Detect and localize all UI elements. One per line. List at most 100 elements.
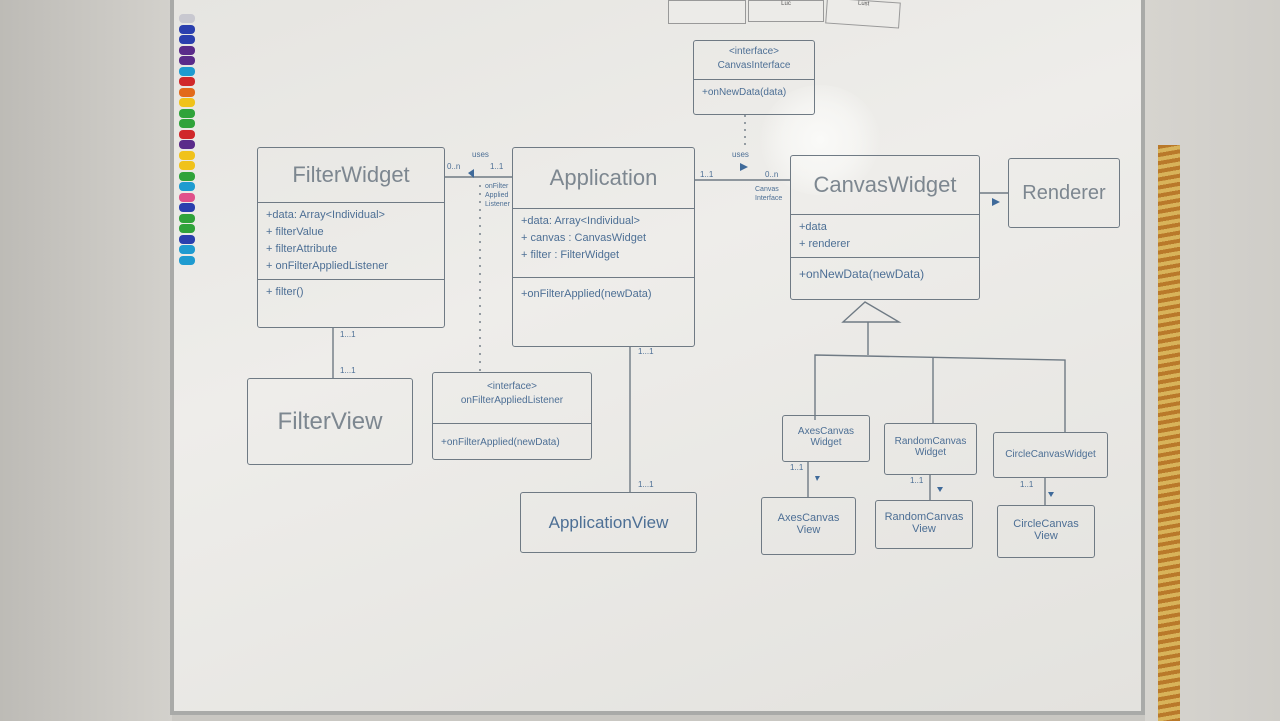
class-renderer: Renderer [1008,158,1120,228]
multiplicity: 1..1 [700,170,714,179]
method: +onFilterApplied(newData) [441,437,560,448]
attributes: +data: Array<Individual> + canvas : Canv… [513,208,694,277]
class-name: Renderer [1022,182,1106,204]
paper-card [668,0,746,24]
magnet [179,192,195,202]
magnet [179,87,195,97]
hanging-cord [1158,145,1180,721]
magnet [179,234,195,244]
magnet [179,24,195,34]
class-name: FilterView [277,408,383,435]
role-label: onFilter Applied Listener [485,183,510,208]
direction-arrow-icon [992,198,1000,206]
card-text: Luc [781,1,791,7]
whiteboard [170,0,1145,715]
multiplicity: 1..1 [910,476,924,485]
magnet [179,35,195,44]
class-name: onFilterAppliedListener [460,395,564,406]
magnet [179,140,195,149]
role-label: Canvas Interface [755,186,783,202]
direction-arrow-icon [1048,492,1054,497]
class-name: CircleCanvasWidget [1005,449,1096,460]
stereotype: <interface> [728,46,780,57]
magnet [179,45,195,55]
attributes: +data: Array<Individual> + filterValue +… [258,202,444,279]
direction-arrow-icon [815,476,820,481]
class-random-canvas-view: RandomCanvas View [875,500,973,549]
class-name: RandomCanvas View [884,511,964,535]
attribute: + filterValue [266,226,324,238]
class-random-canvas-widget: RandomCanvas Widget [884,423,977,475]
attribute: + renderer [799,238,851,250]
direction-arrow-icon [740,163,748,171]
class-circle-canvas-widget: CircleCanvasWidget [993,432,1108,478]
multiplicity: 1...1 [340,366,356,375]
class-name: RandomCanvas Widget [894,436,967,458]
uses-label: uses [472,150,489,159]
method: +onFilterApplied(newData) [521,288,652,300]
multiplicity: 1...1 [638,347,654,356]
class-canvas-widget: CanvasWidget +data + renderer +onNewData… [790,155,980,300]
class-name: AxesCanvas View [777,512,840,536]
magnet [179,171,195,181]
class-axes-canvas-widget: AxesCanvas Widget [782,415,870,462]
magnet [179,161,195,170]
attribute: + filterAttribute [266,243,338,255]
method: +onNewData(newData) [799,267,925,281]
magnet [179,56,195,65]
magnet [179,129,195,139]
class-name: FilterWidget [292,162,410,187]
class-name: CanvasInterface [717,60,791,71]
magnet [179,77,195,86]
magnet [179,119,195,128]
class-filter-widget: FilterWidget +data: Array<Individual> + … [257,147,445,328]
attribute: +data: Array<Individual> [521,215,640,227]
magnet [179,213,195,223]
class-application-view: ApplicationView [520,492,697,553]
class-application: Application +data: Array<Individual> + c… [512,147,695,347]
uses-label: uses [732,150,749,159]
multiplicity: 0..n [447,162,461,171]
attribute: + filter : FilterWidget [521,249,620,261]
interface-filter-listener: <interface> onFilterAppliedListener +onF… [432,372,592,460]
multiplicity: 1...1 [638,480,654,489]
methods: +onNewData(data) [694,79,814,105]
multiplicity: 1..1 [490,162,504,171]
magnet [179,98,195,107]
stereotype: <interface> [486,381,538,392]
magnet [179,245,195,254]
class-name: CircleCanvas View [1013,518,1079,542]
attributes: +data + renderer [791,214,979,257]
magnet [179,182,195,191]
class-name: ApplicationView [548,513,669,532]
light-glare [760,85,880,195]
magnet [179,203,195,212]
method: +onNewData(data) [702,87,787,98]
attribute: + onFilterAppliedListener [266,260,388,272]
magnet [179,150,195,160]
magnet [179,108,195,118]
method: + filter() [266,286,304,298]
paper-card: Luc [748,0,824,22]
magnet [179,14,195,23]
attribute: + canvas : CanvasWidget [521,232,647,244]
multiplicity: 0..n [765,170,779,179]
multiplicity: 1...1 [340,330,356,339]
class-circle-canvas-view: CircleCanvas View [997,505,1095,558]
class-name: AxesCanvas Widget [797,426,855,448]
inheritance-triangle [841,301,902,323]
methods: +onFilterApplied(newData) [513,277,694,307]
class-axes-canvas-view: AxesCanvas View [761,497,856,555]
attribute: +data [799,221,827,233]
magnet [179,66,195,76]
methods: + filter() [258,279,444,305]
interface-canvas-interface: <interface> CanvasInterface +onNewData(d… [693,40,815,115]
direction-arrow-icon [468,169,474,178]
wall [0,0,172,721]
methods: +onFilterApplied(newData) [433,423,591,455]
attribute: +data: Array<Individual> [266,209,385,221]
magnet [179,255,195,265]
methods: +onNewData(newData) [791,257,979,287]
multiplicity: 1..1 [790,463,804,472]
